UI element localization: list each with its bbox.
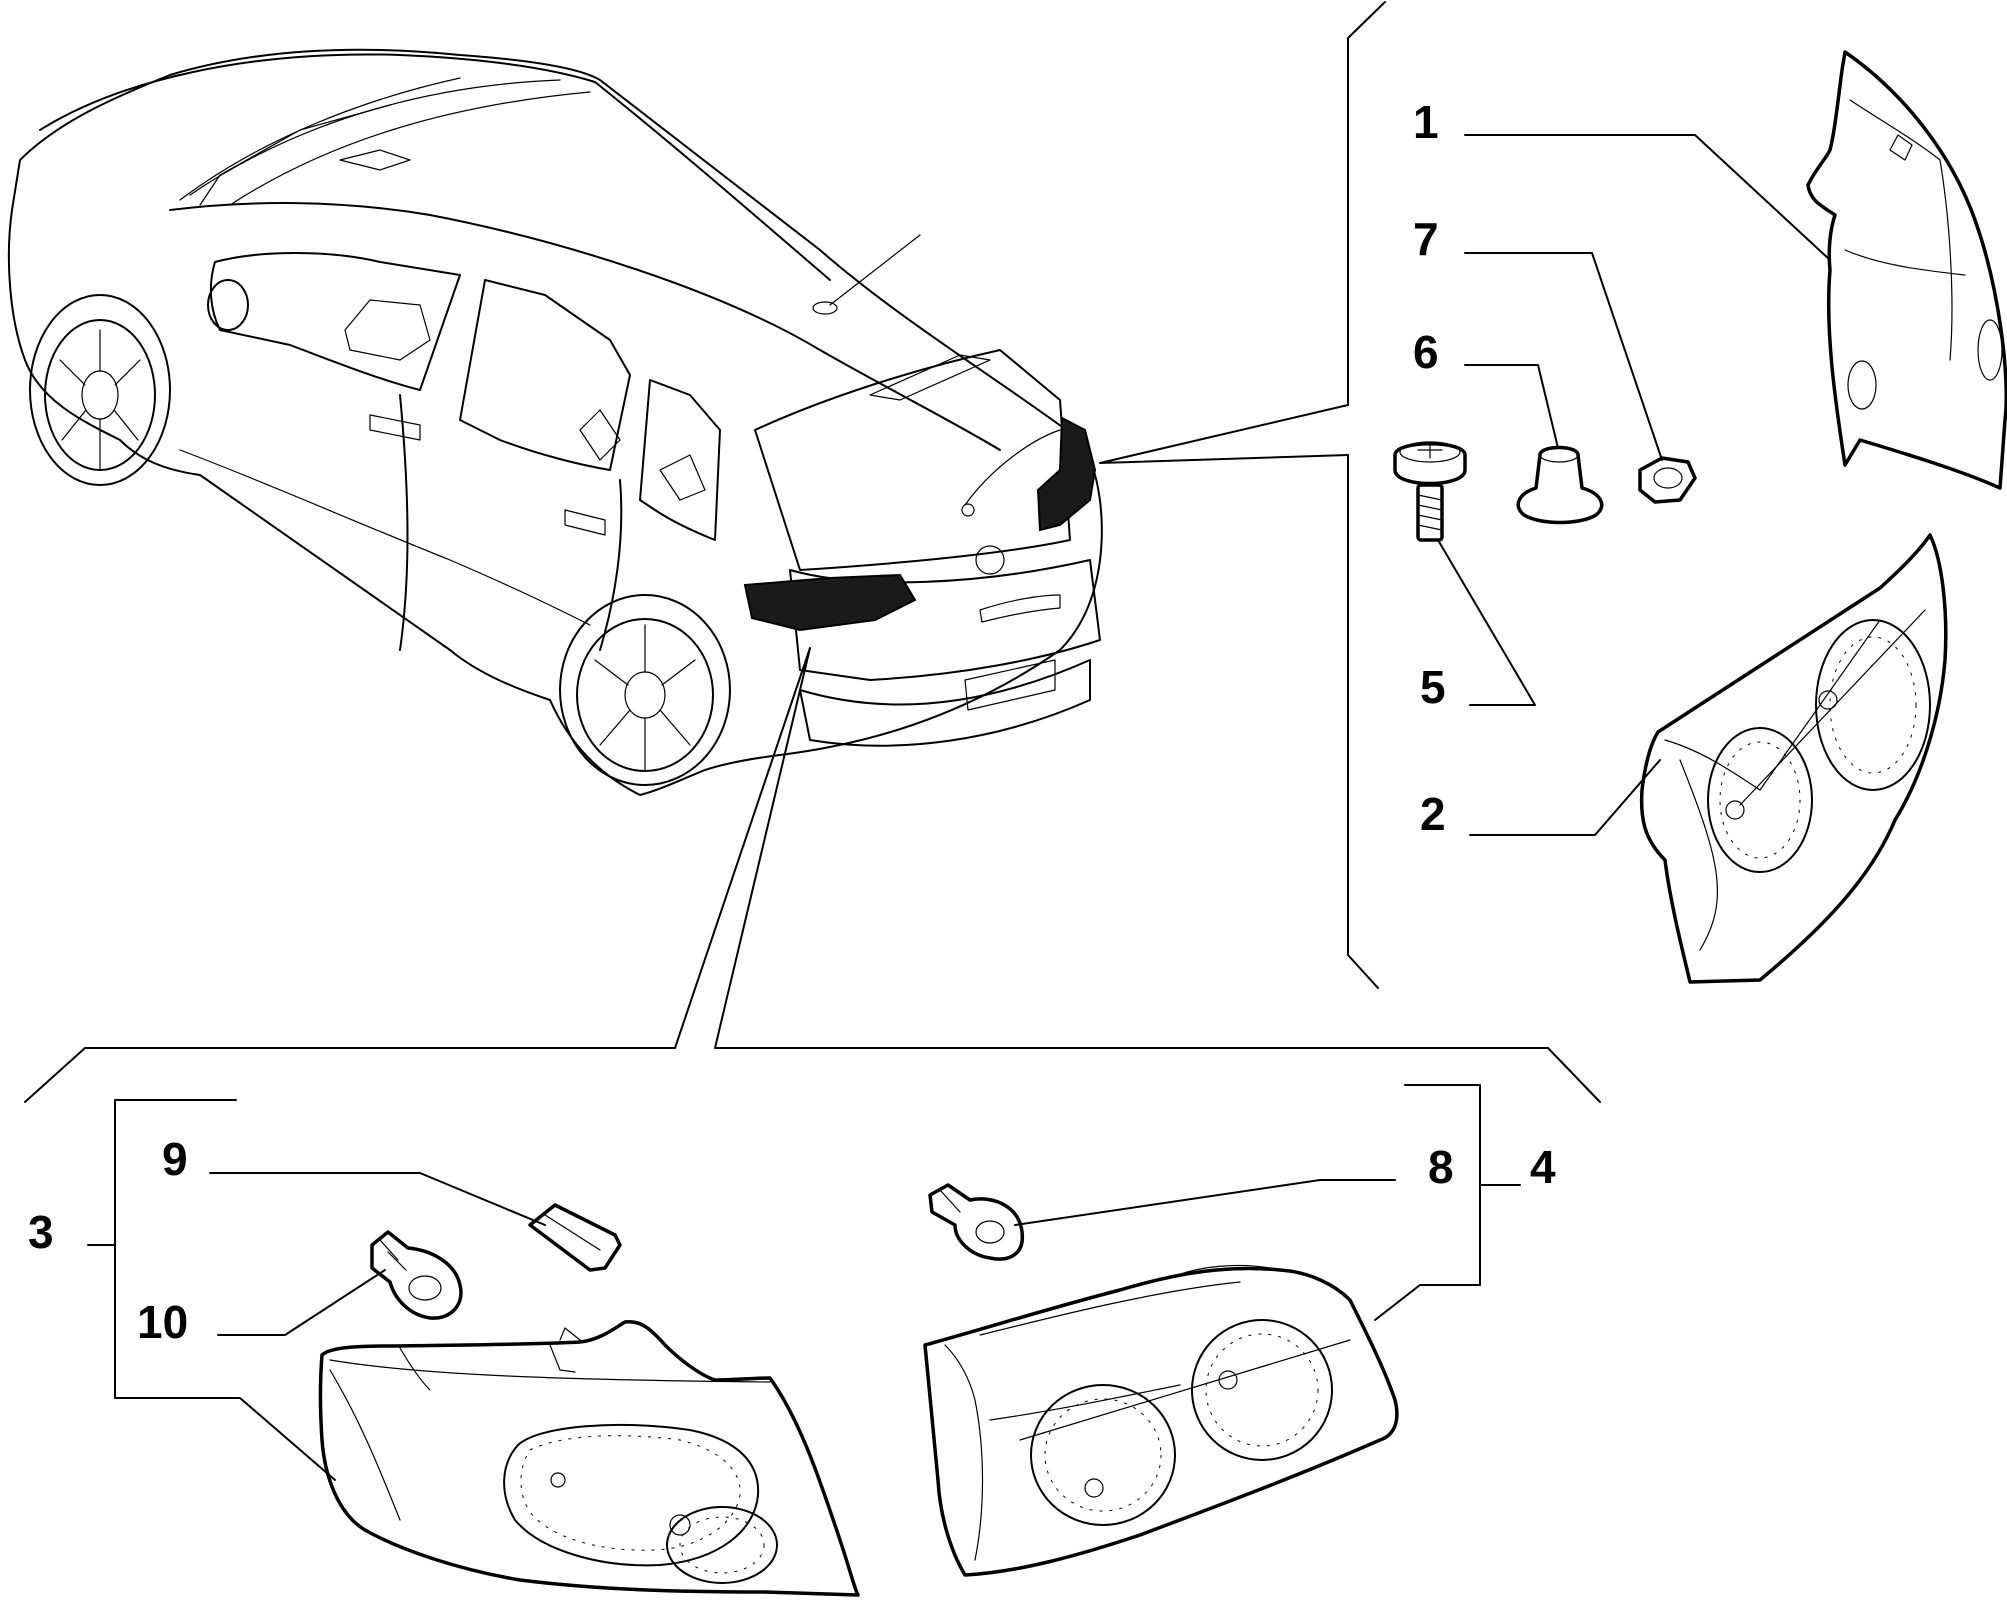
part-3-outer-lamp <box>318 1319 860 1597</box>
bottom-bracket-group <box>24 647 1601 1103</box>
part-5-screw <box>1393 441 1467 542</box>
label-2: 2 <box>1420 788 1446 840</box>
leader-7 <box>1464 252 1663 461</box>
part-labels: 1 7 6 5 2 3 9 10 8 4 <box>28 96 1556 1348</box>
leader-9 <box>209 1172 546 1226</box>
car-illustration <box>7 48 1103 796</box>
leader-8 <box>1014 1179 1396 1226</box>
left-tail-lamp-highlight <box>743 573 917 632</box>
bracket-pointer <box>1099 404 1349 464</box>
label-6: 6 <box>1413 326 1439 378</box>
front-wheel <box>29 294 171 486</box>
part-4-inner-lamp <box>923 1264 1399 1577</box>
group-4-bracket <box>1374 1084 1481 1321</box>
part-8-bulb <box>928 1183 1024 1261</box>
leader-10 <box>217 1269 386 1336</box>
bracket-pointer <box>674 647 811 1049</box>
label-3: 3 <box>28 1206 54 1258</box>
part-7-nut <box>1638 456 1697 504</box>
part-6-grommet <box>1516 445 1604 525</box>
leader-lines <box>87 134 1831 1481</box>
part-2-tail-lamp <box>1639 533 1948 984</box>
leader-1 <box>1464 134 1831 261</box>
right-bracket-group <box>1099 1 1386 989</box>
right-tail-lamp-highlight <box>1036 416 1097 532</box>
part-9-small-bulb <box>528 1203 622 1272</box>
label-4: 4 <box>1530 1141 1556 1193</box>
bracket-right <box>714 1047 1601 1103</box>
label-7: 7 <box>1413 213 1439 265</box>
leader-6 <box>1464 364 1559 449</box>
bracket-left <box>24 1047 676 1103</box>
leader-2 <box>1469 759 1661 836</box>
label-9: 9 <box>162 1133 188 1185</box>
label-10: 10 <box>137 1296 188 1348</box>
label-5: 5 <box>1420 661 1446 713</box>
bracket-top <box>1347 1 1386 406</box>
part-10-bulb <box>370 1230 463 1320</box>
group-3-bracket <box>114 1099 336 1481</box>
bracket-bottom <box>1347 454 1379 989</box>
label-8: 8 <box>1428 1141 1454 1193</box>
rear-wheel <box>559 594 731 786</box>
part-1-lamp-body <box>1806 50 2007 490</box>
leader-5 <box>1437 539 1536 706</box>
label-1: 1 <box>1413 96 1439 148</box>
